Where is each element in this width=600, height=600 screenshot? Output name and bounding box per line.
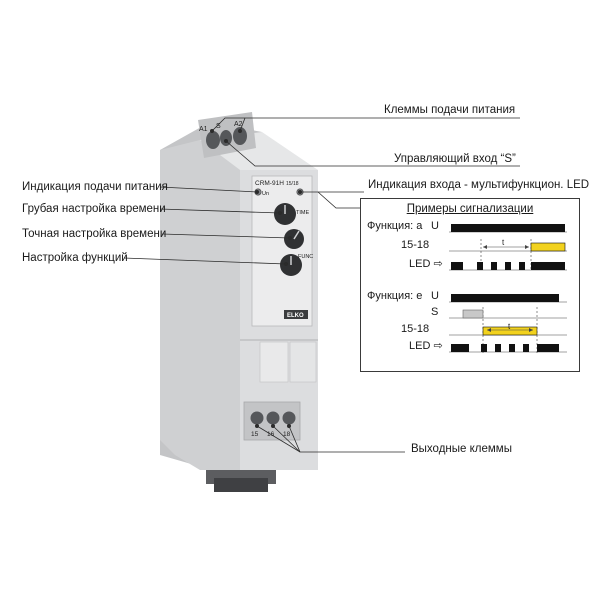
example-a-row-u: U [431,220,439,232]
model-label: CRM-91H [255,180,284,187]
signal-panel-title: Примеры сигнализации [406,203,534,215]
terminal-screw-15 [250,411,264,425]
example-e-row-s: S [431,306,439,318]
example-e-row-u: U [431,290,439,302]
label-power-terminals: Клеммы подачи питания [384,104,516,116]
power-led-label: Un [262,191,269,197]
terminal-screw-a1 [206,131,220,149]
example-e-row-led: LED ⇨ [409,340,443,352]
example-e-supply-signal [451,294,559,302]
terminal-screw-s [220,130,232,146]
label-power-indication: Индикация подачи питания [22,181,168,193]
terminal-screw-18 [282,411,296,425]
example-e-function-label: Функция: e [367,290,423,302]
example-e-led-signal [451,344,559,352]
body-side [160,140,240,470]
example-a-led-signal [451,262,565,270]
example-e-relay-signal [482,326,538,336]
terminal-label-a2: A2 [234,121,243,128]
lower-clip-left [259,341,289,383]
example-a-supply-signal [451,224,565,232]
label-function-setting: Настройка функций [22,252,128,264]
example-e-input-signal [462,309,484,319]
lower-clip-right [289,341,317,383]
label-input-indication: Индикация входа - мультифункцион. LED [368,179,590,191]
terminal-label-18: 18 [283,431,291,438]
terminal-screw-a2 [233,127,247,145]
example-a-function-label: Функция: a [367,220,423,232]
example-a-relay-signal [530,242,566,252]
signal-examples-panel: Примеры сигнализации Функция: a U 15-18 … [360,198,580,372]
example-e-row-relay: 15-18 [401,323,430,335]
time-knob-label: TIME [296,210,309,216]
input-led-label: 15/18 [286,181,299,187]
din-clip-lower [214,478,268,492]
terminal-label-s: S [216,123,221,130]
brand-plate [284,310,308,319]
example-a-row-relay: 15-18 [401,239,430,251]
label-output-terminals: Выходные клеммы [411,443,512,455]
example-a-row-led: LED ⇨ [409,258,443,270]
func-knob-label: FUNC [298,254,313,260]
brand-label: ELKO [287,313,304,319]
label-control-input: Управляющий вход “S” [394,153,516,165]
example-e-t-mark: t [508,322,511,331]
front-panel [251,175,313,327]
label-coarse-time: Грубая настройка времени [22,203,166,215]
terminal-label-15: 15 [251,431,259,438]
timing-diagrams: t t [449,224,567,353]
label-fine-time: Точная настройка времени [22,228,167,240]
terminal-screw-16 [266,411,280,425]
leader-lines [123,117,520,453]
example-a-t-mark: t [502,238,505,247]
terminal-label-a1: A1 [199,126,208,133]
